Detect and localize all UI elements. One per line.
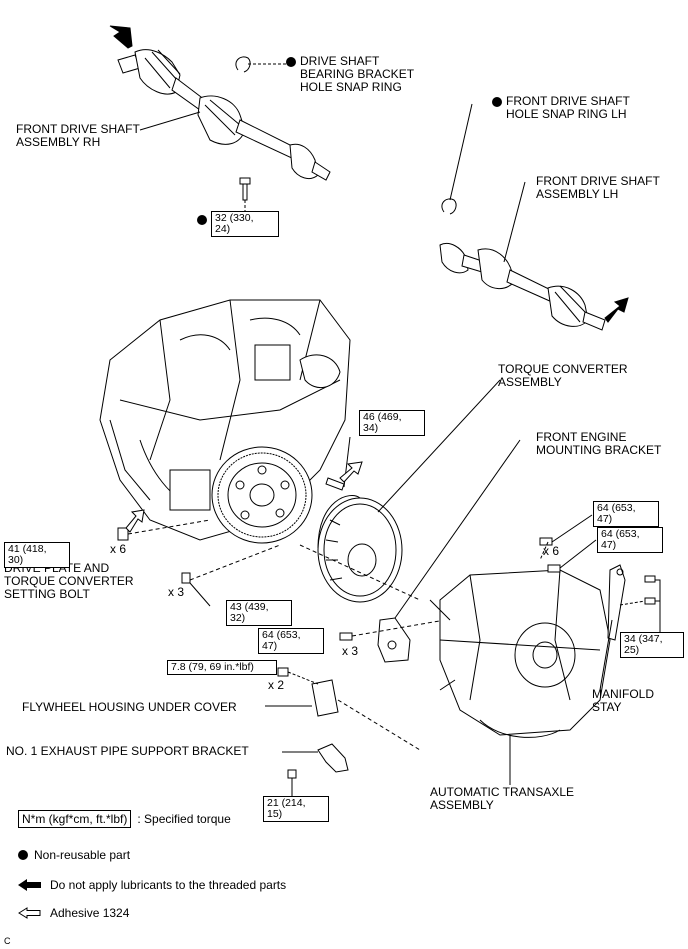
label-engine-bracket: FRONT ENGINE MOUNTING BRACKET xyxy=(536,430,662,457)
qty-cover-2: x 2 xyxy=(268,678,285,692)
torque-34: 34 (347, 25) xyxy=(620,632,684,658)
label-shaft-rh: FRONT DRIVE SHAFT ASSEMBLY RH xyxy=(16,122,140,149)
torque-32: 32 (330, 24) xyxy=(211,211,279,237)
torque-41: 41 (418, 30) xyxy=(4,542,70,568)
drive-plate-drawing xyxy=(211,446,313,544)
legend-no-lube: Do not apply lubricants to the threaded … xyxy=(18,878,286,892)
label-snap-ring-lh: FRONT DRIVE SHAFT HOLE SNAP RING LH xyxy=(492,94,630,121)
non-reusable-dot-icon xyxy=(197,215,207,225)
torque-46: 46 (469, 34) xyxy=(359,410,425,436)
legend-adhesive-text: Adhesive 1324 xyxy=(50,906,130,920)
non-reusable-dot-icon xyxy=(286,57,296,67)
drive-shaft-lh-drawing xyxy=(439,243,606,331)
engine-bracket-drawing xyxy=(377,617,411,663)
label-snap-ring-rh: DRIVE SHAFT BEARING BRACKET HOLE SNAP RI… xyxy=(286,54,415,94)
non-reusable-dot-icon xyxy=(492,97,502,107)
hollow-arrow-icon xyxy=(339,461,363,483)
torque-64-c: 64 (653, 47) xyxy=(258,628,324,654)
legend-torque: N*m (kgf*cm, ft.*lbf) : Specified torque xyxy=(18,810,231,828)
label-shaft-lh: FRONT DRIVE SHAFT ASSEMBLY LH xyxy=(536,174,660,201)
qty-mount-3: x 3 xyxy=(342,644,359,658)
footer-code: C xyxy=(4,936,11,946)
flywheel-cover-drawing xyxy=(311,679,339,717)
legend-non-reusable-text: Non-reusable part xyxy=(34,848,131,862)
legend-torque-text: : Specified torque xyxy=(137,812,231,826)
qty-bolt-6: x 6 xyxy=(110,542,127,556)
torque-7-8: 7.8 (79, 69 in.*lbf) xyxy=(167,660,277,675)
hollow-arrow-icon xyxy=(125,509,145,533)
hollow-arrow-icon xyxy=(18,907,41,919)
snap-ring-lh-drawing xyxy=(441,198,457,215)
torque-32-group xyxy=(197,212,211,225)
label-exhaust-bracket: NO. 1 EXHAUST PIPE SUPPORT BRACKET xyxy=(6,744,249,758)
solid-arrow-icon xyxy=(18,879,41,891)
label-transaxle: AUTOMATIC TRANSAXLE ASSEMBLY xyxy=(430,785,575,812)
legend-torque-box: N*m (kgf*cm, ft.*lbf) xyxy=(18,810,132,828)
legend-no-lube-text: Do not apply lubricants to the threaded … xyxy=(50,878,287,892)
legend-non-reusable: Non-reusable part xyxy=(18,848,130,862)
solid-arrow-icon xyxy=(109,25,133,49)
qty-bolt-3: x 3 xyxy=(168,585,185,599)
qty-bracket-6: x 6 xyxy=(543,544,560,558)
torque-43: 43 (439, 32) xyxy=(226,600,292,626)
torque-21: 21 (214, 15) xyxy=(263,796,329,822)
drive-shaft-rh-drawing xyxy=(117,49,331,181)
label-snap-ring-lh-text: FRONT DRIVE SHAFT HOLE SNAP RING LH xyxy=(506,94,630,121)
label-manifold-stay: MANIFOLD STAY xyxy=(592,687,655,714)
torque-converter-drawing xyxy=(317,495,403,603)
exhaust-bracket-drawing xyxy=(317,743,349,773)
solid-arrow-icon xyxy=(604,297,629,323)
snap-ring-rh-drawing xyxy=(235,56,251,73)
label-flywheel-cover: FLYWHEEL HOUSING UNDER COVER xyxy=(22,700,237,714)
torque-64-a: 64 (653, 47) xyxy=(593,501,659,527)
torque-64-b: 64 (653, 47) xyxy=(597,527,663,553)
label-snap-ring-rh-text: DRIVE SHAFT BEARING BRACKET HOLE SNAP RI… xyxy=(300,54,415,94)
non-reusable-dot-icon xyxy=(18,850,28,860)
legend-adhesive: Adhesive 1324 xyxy=(18,906,129,920)
transaxle-drawing xyxy=(429,569,611,738)
label-torque-converter: TORQUE CONVERTER ASSEMBLY xyxy=(498,362,628,389)
